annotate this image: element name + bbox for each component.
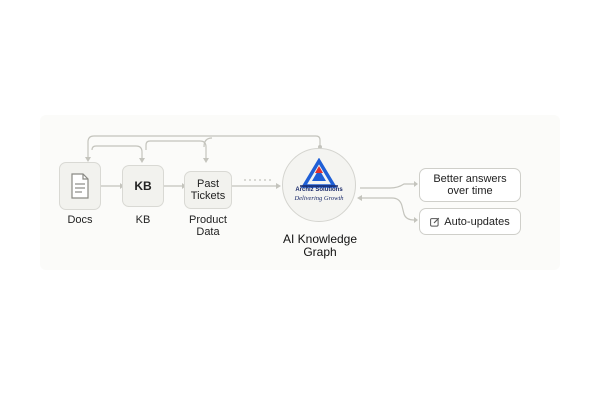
logo-tagline: Delivering Growth	[294, 195, 344, 202]
arrow-kb-head	[139, 158, 145, 163]
feedback-path-outer	[87, 135, 321, 158]
document-icon	[71, 173, 89, 199]
auto-updates-label: Auto-updates	[444, 215, 510, 228]
knowledge-graph-title-line2: Graph	[303, 245, 337, 259]
arrow-circle-in	[276, 183, 281, 189]
to-better-line	[360, 183, 414, 189]
better-answers-line2: over time	[447, 185, 493, 197]
edit-icon	[430, 217, 440, 227]
archiz-logo-icon	[300, 158, 338, 188]
arrow-docs-head	[85, 157, 91, 162]
kb-label: KB	[135, 214, 151, 226]
arrow-auto-in	[414, 217, 418, 223]
arrow-better-in	[414, 181, 418, 187]
kb-badge: KB	[134, 179, 152, 193]
product-data-line2: Data	[196, 226, 220, 238]
auto-updates-box[interactable]: Auto-updates	[419, 208, 521, 235]
better-answers-box[interactable]: Better answers over time	[419, 168, 521, 202]
product-data-label: Product Data	[180, 214, 236, 238]
docs-kb-path	[91, 145, 143, 160]
arrow-past-head	[203, 158, 209, 163]
logo-company-name: Archiz Solutions	[295, 187, 343, 193]
feedback-path-inner	[203, 137, 213, 148]
past-tickets-line2: Tickets	[190, 190, 226, 202]
to-auto-line	[391, 197, 415, 221]
past-tickets-node[interactable]: Past Tickets	[184, 171, 232, 209]
kb-link-path	[145, 140, 207, 160]
past-tickets-line1: Past	[196, 178, 219, 190]
docs-label: Docs	[67, 214, 93, 226]
kb-node[interactable]: KB	[122, 165, 164, 207]
better-answers-line1: Better answers	[433, 173, 507, 185]
docs-node[interactable]	[59, 162, 101, 210]
arrow-back-to-circle	[357, 195, 362, 201]
product-data-line1: Product	[189, 214, 227, 226]
knowledge-graph-title-line1: AI Knowledge	[282, 232, 358, 246]
knowledge-graph-label: AI Knowledge Graph	[270, 233, 370, 259]
